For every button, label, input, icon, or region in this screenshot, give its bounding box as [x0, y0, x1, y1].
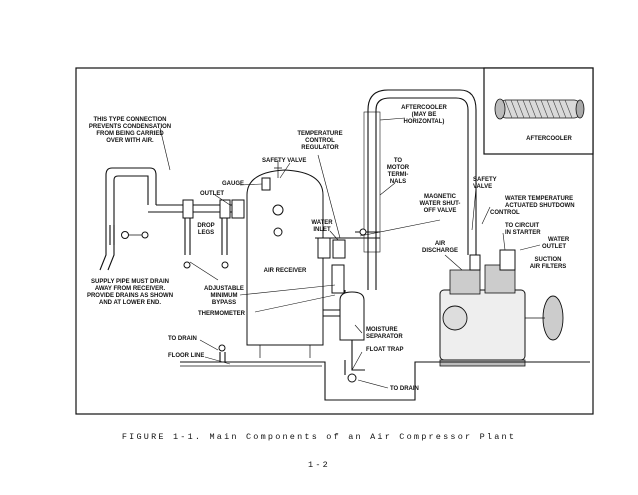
page-number: 1-2 — [308, 460, 330, 470]
label-type-connection-1: THIS TYPE CONNECTION — [93, 117, 166, 123]
aftercooler-photo — [494, 98, 585, 120]
label-magnetic-valve-2: WATER SHUT- — [420, 201, 461, 207]
label-temp-regulator-1: TEMPERATURE — [297, 131, 342, 137]
label-magnetic-valve-1: MAGNETIC — [424, 194, 457, 200]
label-bypass-2: MINIMUM — [211, 293, 238, 299]
floor-foundation — [180, 344, 590, 401]
label-aftercooler-3: HORIZONTAL) — [404, 119, 445, 125]
label-aftercooler-1: AFTERCOOLER — [401, 105, 447, 111]
label-to-drain-left: TO DRAIN — [168, 336, 197, 342]
label-water-outlet-1: WATER — [548, 237, 570, 243]
label-temp-regulator-3: REGULATOR — [301, 145, 339, 151]
label-to-circuit-2: IN STARTER — [505, 230, 541, 236]
label-supply-pipe-4: AND AT LOWER END. — [99, 300, 161, 306]
label-supply-pipe-2: AWAY FROM RECEIVER. — [95, 286, 166, 292]
label-supply-pipe-1: SUPPLY PIPE MUST DRAIN — [91, 279, 169, 285]
label-safety-valve-left: SAFETY VALVE — [262, 158, 306, 164]
label-safety-valve-right-2: VALVE — [473, 184, 492, 190]
inset-label: AFTERCOOLER — [526, 136, 572, 142]
label-bypass-1: ADJUSTABLE — [204, 286, 244, 292]
label-thermometer: THERMOMETER — [198, 311, 246, 317]
label-suction-filters-2: AIR FILTERS — [530, 264, 567, 270]
label-floor-line: FLOOR LINE — [168, 353, 204, 359]
pipework-right — [315, 89, 477, 383]
label-to-motor-1: TO — [394, 158, 403, 164]
label-type-connection-4: OVER WITH AIR. — [106, 138, 154, 144]
label-air-discharge-1: AIR — [435, 241, 446, 247]
supply-pipe — [99, 167, 245, 271]
label-aftercooler-2: (MAY BE — [412, 112, 437, 118]
label-to-circuit-1: TO CIRCUIT — [505, 223, 540, 229]
label-type-connection-3: FROM BEING CARRIED — [96, 131, 164, 137]
label-water-temp-2: ACTUATED SHUTDOWN — [505, 203, 575, 209]
label-water-temp-1: WATER TEMPERATURE — [505, 196, 573, 202]
label-to-motor-4: NALS — [390, 179, 406, 185]
label-outlet: OUTLET — [200, 191, 224, 197]
label-moisture-separator-2: SEPARATOR — [366, 334, 403, 340]
label-temp-regulator-2: CONTROL — [305, 138, 335, 144]
compressor-unit — [439, 249, 564, 367]
figure-caption: FIGURE 1-1. Main Components of an Air Co… — [121, 432, 517, 442]
aftercooler-inset: AFTERCOOLER — [483, 67, 594, 155]
label-float-trap: FLOAT TRAP — [366, 347, 404, 353]
diagram-labels: THIS TYPE CONNECTION PREVENTS CONDENSATI… — [87, 105, 575, 392]
air-receiver — [246, 160, 324, 358]
label-water-inlet-2: INLET — [313, 227, 331, 233]
label-air-receiver: AIR RECEIVER — [264, 268, 307, 274]
label-gauge: GAUGE — [222, 181, 244, 187]
label-magnetic-valve-3: OFF VALVE — [424, 208, 457, 214]
figure-frame — [75, 67, 594, 415]
label-safety-valve-right-1: SAFETY — [473, 177, 497, 183]
label-to-drain-bottom: TO DRAIN — [390, 386, 419, 392]
label-suction-filters-1: SUCTION — [535, 257, 562, 263]
label-moisture-separator-1: MOISTURE — [366, 327, 398, 333]
label-water-temp-3: CONTROL — [490, 210, 520, 216]
label-drop-legs-2: LEGS — [198, 230, 214, 236]
leader-lines — [159, 117, 541, 389]
label-to-motor-3: TERMI- — [388, 172, 409, 178]
label-bypass-3: BYPASS — [212, 300, 236, 306]
label-to-motor-2: MOTOR — [387, 165, 410, 171]
label-water-outlet-2: OUTLET — [542, 244, 566, 250]
label-type-connection-2: PREVENTS CONDENSATION — [89, 124, 171, 130]
label-drop-legs-1: DROP — [197, 223, 214, 229]
label-supply-pipe-3: PROVIDE DRAINS AS SHOWN — [87, 293, 173, 299]
label-water-inlet-1: WATER — [311, 220, 333, 226]
label-air-discharge-2: DISCHARGE — [422, 248, 458, 254]
